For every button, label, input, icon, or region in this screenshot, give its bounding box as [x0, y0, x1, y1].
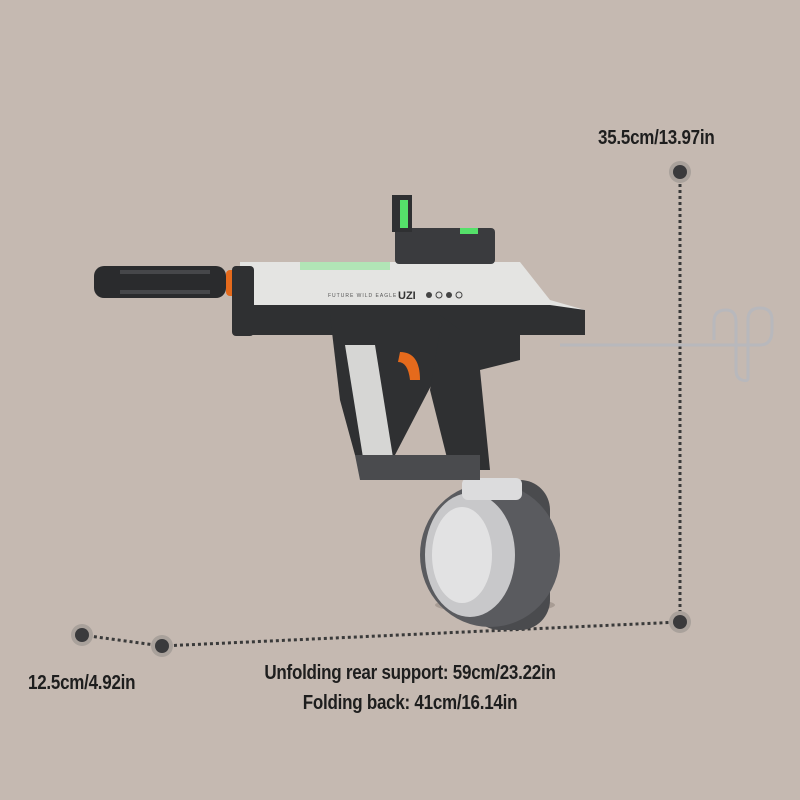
dimension-lines [81, 172, 682, 648]
height-label: 35.5cm/13.97in [598, 127, 715, 149]
silencer [94, 266, 244, 298]
drum-magazine [420, 478, 560, 630]
length-unfolded-label: Unfolding rear support: 59cm/23.22in [264, 662, 556, 684]
side-text: FUTURE WILD EAGLE [328, 293, 397, 299]
model-badge: UZI [398, 290, 416, 302]
dimension-points [71, 161, 691, 657]
length-folded-label: Folding back: 41cm/16.14in [302, 692, 518, 714]
red-dot-sight [392, 195, 495, 264]
width-label: 12.5cm/4.92in [28, 672, 136, 694]
folding-stock [560, 306, 774, 383]
gun-body: FUTURE WILD EAGLE UZI [232, 262, 585, 480]
